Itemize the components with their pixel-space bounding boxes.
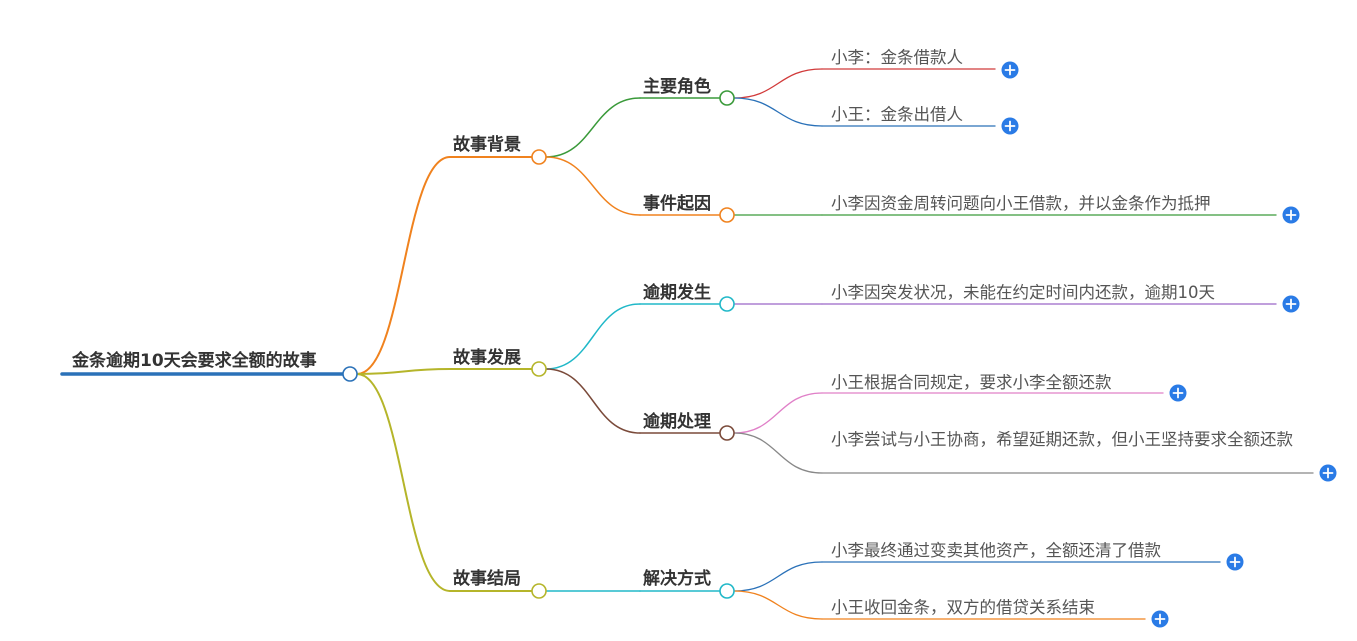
topic-node-circle-0-1[interactable] [719,207,735,223]
topic-node-circle-0-0[interactable] [719,90,735,106]
leaf-full-repayment-demand[interactable]: 小王根据合同规定，要求小李全额还款 [831,373,1112,392]
topic-node-circle-2-0[interactable] [719,583,735,599]
leaf-xiaowang-lender[interactable]: 小王：金条出借人 [831,105,963,124]
leaf-overdue-detail[interactable]: 小李因突发状况，未能在约定时间内还款，逾期10天 [831,283,1215,302]
connector-topic-0-0-leaf-1 [733,97,823,127]
connector-root-branch-2 [356,373,451,592]
connector-root-branch-1 [356,368,451,375]
leaf-xiaoli-borrower[interactable]: 小李：金条借款人 [831,48,963,67]
connector-branch-1-topic-0 [545,303,641,370]
topic-main-characters[interactable]: 主要角色 [643,77,711,97]
leaf-relationship-ended[interactable]: 小王收回金条，双方的借贷关系结束 [831,598,1095,617]
connector-branch-0-topic-0 [545,97,641,158]
topic-node-circle-1-0[interactable] [719,296,735,312]
branch-node-circle-2[interactable] [531,583,547,599]
branch-node-circle-0[interactable] [531,149,547,165]
topic-overdue-occurred[interactable]: 逾期发生 [643,283,711,303]
leaf-negotiation[interactable]: 小李尝试与小王协商，希望延期还款，但小王坚持要求全额还款 [831,430,1293,449]
connector-topic-2-0-leaf-1 [733,590,823,620]
connector-topic-0-0-leaf-0 [733,68,823,99]
topic-resolution[interactable]: 解决方式 [643,569,711,589]
branch-story-development[interactable]: 故事发展 [453,348,521,368]
topic-event-cause[interactable]: 事件起因 [643,194,711,214]
connector-branch-1-topic-1 [545,368,641,434]
root-node-circle[interactable] [342,366,358,382]
connector-branch-0-topic-1 [545,156,641,216]
leaf-sold-assets[interactable]: 小李最终通过变卖其他资产，全额还清了借款 [831,541,1161,560]
topic-node-circle-1-1[interactable] [719,425,735,441]
connector-root-branch-0 [356,156,451,375]
connector-topic-1-1-leaf-1 [733,432,823,474]
connector-topic-2-0-leaf-0 [733,561,823,592]
topic-overdue-handling[interactable]: 逾期处理 [643,412,711,432]
leaf-cause-detail[interactable]: 小李因资金周转问题向小王借款，并以金条作为抵押 [831,194,1211,213]
root-node-label[interactable]: 金条逾期10天会要求全额的故事 [72,351,317,371]
branch-story-background[interactable]: 故事背景 [453,135,521,155]
branch-node-circle-1[interactable] [531,361,547,377]
branch-story-ending[interactable]: 故事结局 [453,569,521,589]
connector-topic-1-1-leaf-0 [733,392,823,434]
